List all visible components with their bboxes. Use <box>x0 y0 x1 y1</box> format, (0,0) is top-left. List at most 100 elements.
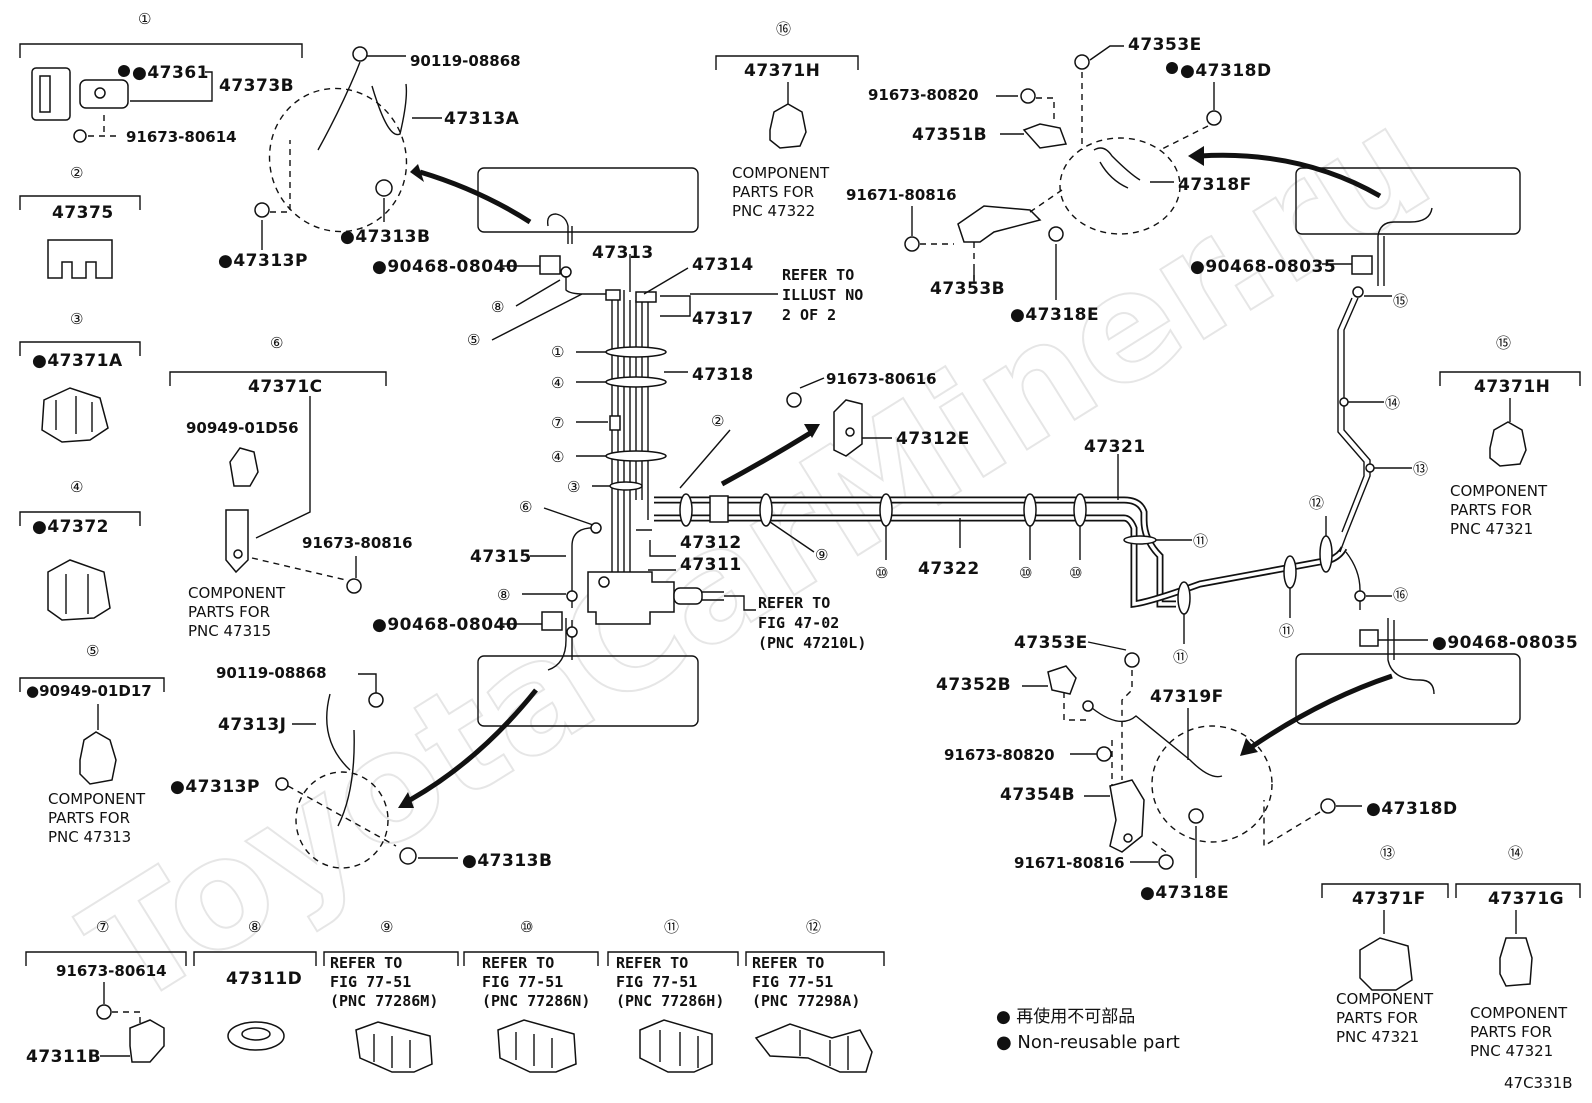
bolt-47318D-top[interactable] <box>1206 110 1222 126</box>
bolt-91673-80614-g7[interactable] <box>96 1004 112 1020</box>
bolt-91671-80816-top[interactable] <box>904 236 920 252</box>
clamp-10-tube-c[interactable] <box>1073 493 1087 527</box>
bolt-91673-80816-g6[interactable] <box>346 578 362 594</box>
bolt-91673-80820-bot[interactable] <box>1096 746 1112 762</box>
bolt-47353E-top[interactable] <box>1074 54 1090 70</box>
clamp-3-bundle[interactable] <box>609 481 643 491</box>
clip-47313P-bot[interactable] <box>275 777 289 791</box>
bracket-47353B[interactable] <box>957 205 1042 243</box>
clamp-47372[interactable] <box>47 559 111 621</box>
label-90119-08868-top: 90119-08868 <box>410 52 521 70</box>
refer-11-line3: (PNC 77286H) <box>616 992 724 1010</box>
clamp-10-tube-b[interactable] <box>1023 493 1037 527</box>
refer-12-line1: REFER TO <box>752 954 824 972</box>
bolt-47353E-bot[interactable] <box>1124 652 1140 668</box>
diagram-code: 47C331B <box>1504 1074 1572 1092</box>
callout-11b: ⑪ <box>1173 648 1188 666</box>
label-47312: 47312 <box>680 533 742 553</box>
clamp-11-tube-a[interactable] <box>1123 535 1157 545</box>
group-11-number: ⑪ <box>664 918 679 936</box>
clamp-47361[interactable] <box>31 67 71 121</box>
bolt-91673-80820-top[interactable] <box>1020 88 1036 104</box>
clamp-11-tube-c[interactable] <box>1283 555 1297 589</box>
group-13-number: ⑬ <box>1380 844 1395 862</box>
clamp-9-tube[interactable] <box>759 493 773 527</box>
clamp-11-tube-b[interactable] <box>1177 581 1191 615</box>
clamp-2-tube[interactable] <box>679 493 693 527</box>
clamp-4-bundle-a[interactable] <box>605 376 667 388</box>
component-note-line3: PNC 47313 <box>48 828 131 846</box>
callout-6: ⑥ <box>519 498 532 516</box>
refer-illust-line1: REFER TO <box>782 266 854 284</box>
clamp-47371A[interactable] <box>41 387 109 443</box>
bolt-90119-08868-top[interactable] <box>352 46 368 62</box>
label-47313B-top: ●47313B <box>340 227 430 247</box>
nut-47313B-top[interactable] <box>375 179 393 197</box>
component-note-line1: COMPONENT <box>1470 1004 1568 1022</box>
clip-47313P-top[interactable] <box>254 202 270 218</box>
bracket-47352B[interactable] <box>1047 665 1077 695</box>
clip-47371F[interactable] <box>1359 937 1413 991</box>
label-47371A: ●47371A <box>32 351 123 371</box>
bracket-47371C[interactable] <box>225 509 249 574</box>
clamp-77286N[interactable] <box>497 1019 577 1073</box>
label-47361: ●47361 <box>132 63 209 83</box>
clamp-1-bundle[interactable] <box>605 346 667 358</box>
clip-90949-01D17[interactable] <box>79 731 117 785</box>
clamp-12-tube[interactable] <box>1319 535 1333 573</box>
clip-47371H-g16[interactable] <box>769 103 807 149</box>
hose-47319F[interactable] <box>1091 707 1223 778</box>
bracket-47351B[interactable] <box>1022 123 1068 149</box>
clamp-77286H[interactable] <box>639 1019 713 1073</box>
clip-90949-01D56[interactable] <box>229 447 259 487</box>
long-tube-runs: ② ⑨ ⑩ ⑩ ⑩ ⑪ ⑪ ⑪ ⑫ 47321 47322 <box>654 412 1348 666</box>
refer-illust-line2: ILLUST NO <box>782 286 863 304</box>
label-47353E-top: 47353E <box>1128 35 1202 55</box>
clip-47318E-top[interactable] <box>1048 226 1064 242</box>
label-91673-80816-g6: 91673-80816 <box>302 534 413 552</box>
group-12-number: ⑫ <box>806 918 821 936</box>
label-47371C: 47371C <box>248 377 323 397</box>
clip-90468-08035-top[interactable] <box>1351 255 1373 275</box>
clamp-47311B[interactable] <box>129 1019 165 1063</box>
bolt-90119-08868-bot[interactable] <box>368 692 384 708</box>
clip-47318E-bot[interactable] <box>1188 808 1204 824</box>
clip-47371H-g15[interactable] <box>1489 421 1527 467</box>
callout-16: ⑯ <box>1393 586 1408 604</box>
clamp-10-tube-a[interactable] <box>879 493 893 527</box>
label-47318E-bot: ●47318E <box>1140 883 1229 903</box>
central-tube-bundle: ●90468-08040 47313 47314 47317 REFER TO … <box>372 213 866 671</box>
clamp-77286M[interactable] <box>355 1021 433 1073</box>
nut-47313B-bot[interactable] <box>399 847 417 865</box>
label-47353B: 47353B <box>930 279 1005 299</box>
label-90468-08035-bot: ●90468-08035 <box>1432 633 1578 653</box>
clip-47371G[interactable] <box>1499 937 1533 987</box>
clip-90468-08040-top[interactable] <box>539 255 561 275</box>
bolt-91673-80614[interactable] <box>73 129 87 143</box>
bolt-91673-80616[interactable] <box>786 392 802 408</box>
label-47311D: 47311D <box>226 969 302 989</box>
clip-90468-08035-bot[interactable] <box>1359 629 1379 647</box>
joint-47312[interactable] <box>709 495 729 523</box>
arrow-top-right <box>1199 152 1382 199</box>
brake-actuator-47210L[interactable] <box>587 571 675 625</box>
label-47371F: 47371F <box>1352 889 1426 909</box>
hose-47313A[interactable] <box>371 83 408 136</box>
refer-fig-line3: (PNC 47210L) <box>758 634 866 652</box>
clip-90468-08040-bot[interactable] <box>541 611 563 631</box>
group-8-number: ⑧ <box>248 918 261 936</box>
label-47311: 47311 <box>680 555 742 575</box>
bolt-47318D-bot[interactable] <box>1320 798 1336 814</box>
label-91673-80820-bot: 91673-80820 <box>944 746 1055 764</box>
bolt-91671-80816-bot[interactable] <box>1158 854 1174 870</box>
label-47373B: 47373B <box>219 76 294 96</box>
bracket-47354B[interactable] <box>1109 779 1145 853</box>
clamp-4-bundle-b[interactable] <box>605 450 667 462</box>
clamp-77298A[interactable] <box>754 1023 873 1073</box>
hose-47313J[interactable] <box>326 693 351 771</box>
hose-47318F[interactable] <box>1093 147 1141 181</box>
component-note-line1: COMPONENT <box>48 790 146 808</box>
legend: ● 再使用不可部品 ● Non-reusable part <box>996 1006 1180 1053</box>
refer-fig-line1: REFER TO <box>758 594 830 612</box>
clamp-47375[interactable] <box>47 239 113 279</box>
